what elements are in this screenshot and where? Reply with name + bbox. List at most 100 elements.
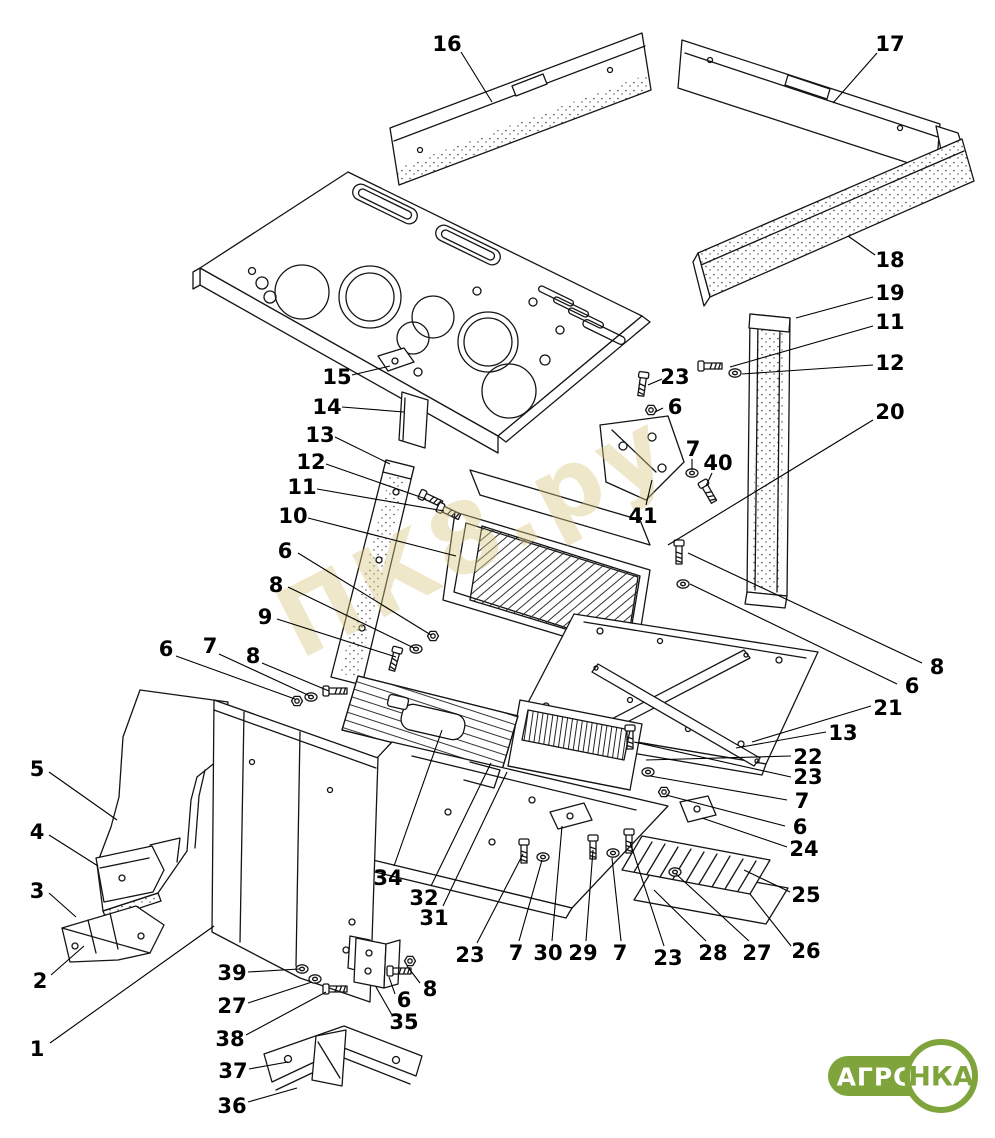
- callout-leader-21: [751, 705, 872, 743]
- callout-leader-12: [741, 364, 874, 375]
- callout-leader-6: [654, 407, 664, 413]
- callout-label-19: 19: [875, 281, 904, 305]
- callout-leader-18: [847, 235, 876, 256]
- callout-label-8: 8: [423, 977, 438, 1001]
- part-rear-upper-panel-16: [389, 32, 652, 186]
- callout-label-34: 34: [373, 866, 402, 890]
- callout-label-23: 23: [793, 765, 822, 789]
- callout-leader-22: [645, 755, 792, 761]
- part-heater-panel-22: [507, 699, 643, 791]
- callout-label-41: 41: [628, 504, 657, 528]
- callout-label-5: 5: [30, 757, 45, 781]
- callout-label-15: 15: [322, 365, 351, 389]
- washer-icon: [409, 644, 423, 654]
- callout-leader-30: [551, 825, 563, 942]
- callout-label-35: 35: [389, 1010, 418, 1034]
- callout-leader-11: [316, 488, 445, 512]
- callout-label-7: 7: [203, 634, 218, 658]
- part-bracket-4: [95, 845, 165, 903]
- callout-leader-8: [406, 965, 421, 984]
- callout-leader-3: [48, 892, 77, 918]
- callout-leader-2: [50, 945, 85, 976]
- part-bracket-3: [61, 905, 165, 963]
- callout-label-8: 8: [246, 644, 261, 668]
- callout-leader-7: [518, 859, 543, 942]
- callout-label-23: 23: [455, 943, 484, 967]
- callout-label-29: 29: [568, 941, 597, 965]
- washer-icon: [641, 767, 655, 777]
- washer-icon: [685, 468, 699, 478]
- callout-leader-15: [351, 365, 391, 376]
- callout-leader-23: [629, 841, 665, 947]
- callout-leader-35: [375, 986, 393, 1016]
- callout-label-13: 13: [828, 721, 857, 745]
- callout-leader-13: [334, 436, 391, 465]
- callout-label-30: 30: [533, 941, 562, 965]
- callout-leader-28: [653, 889, 707, 942]
- callout-label-6: 6: [278, 539, 293, 563]
- nut-icon: [426, 630, 440, 642]
- part-bracket-15: [377, 347, 415, 372]
- part-bracket-30: [549, 802, 593, 830]
- callout-leader-7: [611, 857, 622, 942]
- callout-leader-36: [247, 1087, 298, 1103]
- washer-icon: [606, 848, 620, 858]
- callout-label-12: 12: [875, 351, 904, 375]
- callout-label-18: 18: [875, 248, 904, 272]
- part-bracket-24: [679, 795, 717, 823]
- callout-label-7: 7: [686, 437, 701, 461]
- washer-icon: [728, 368, 742, 378]
- callout-label-31: 31: [419, 906, 448, 930]
- callout-leader-40: [705, 472, 713, 487]
- callout-leader-8: [287, 586, 415, 649]
- callout-leader-41: [645, 479, 653, 506]
- callout-leader-7: [649, 775, 788, 801]
- callout-leader-37: [248, 1061, 289, 1070]
- part-floor-mat-34: [341, 675, 519, 771]
- callout-leader-24: [701, 817, 788, 848]
- callout-label-39: 39: [217, 961, 246, 985]
- part-bracket-35: [353, 937, 401, 989]
- callout-leader-39: [247, 968, 300, 973]
- callout-leader-27: [247, 981, 313, 1004]
- callout-label-24: 24: [789, 837, 818, 861]
- callout-label-11: 11: [287, 475, 316, 499]
- callout-label-6: 6: [397, 988, 412, 1012]
- callout-label-6: 6: [793, 815, 808, 839]
- callout-leader-10: [307, 517, 457, 557]
- callout-label-13: 13: [305, 423, 334, 447]
- part-right-pillar-19: [744, 313, 791, 609]
- callout-leader-5: [48, 771, 118, 821]
- callout-label-23: 23: [660, 365, 689, 389]
- washer-icon: [668, 867, 682, 877]
- callout-label-8: 8: [269, 573, 284, 597]
- callout-leader-38: [245, 991, 327, 1036]
- washer-icon: [676, 579, 690, 589]
- callout-leader-27: [675, 873, 750, 942]
- agro-nka-logo: АГРО НКА: [828, 1039, 978, 1113]
- callout-leader-9: [276, 618, 397, 658]
- callout-leader-26: [749, 893, 792, 947]
- callout-leader-11: [729, 325, 874, 368]
- callout-label-14: 14: [312, 395, 341, 419]
- callout-label-27: 27: [742, 941, 771, 965]
- callout-leader-13: [735, 731, 827, 749]
- callout-label-26: 26: [791, 939, 820, 963]
- bolt-icon: [386, 645, 404, 673]
- callout-leader-8: [261, 662, 330, 692]
- callout-label-3: 3: [30, 879, 45, 903]
- callout-leader-7: [218, 653, 311, 697]
- callout-label-6: 6: [159, 637, 174, 661]
- callout-leader-25: [743, 869, 791, 893]
- callout-label-22: 22: [793, 745, 822, 769]
- washer-icon: [536, 852, 550, 862]
- callout-leader-6: [175, 655, 296, 700]
- callout-label-4: 4: [30, 820, 45, 844]
- callout-label-27: 27: [217, 994, 246, 1018]
- callout-label-20: 20: [875, 400, 904, 424]
- callout-label-36: 36: [217, 1094, 246, 1118]
- callout-label-8: 8: [930, 655, 945, 679]
- callout-leader-8: [687, 552, 923, 664]
- callout-leader-14: [341, 406, 405, 413]
